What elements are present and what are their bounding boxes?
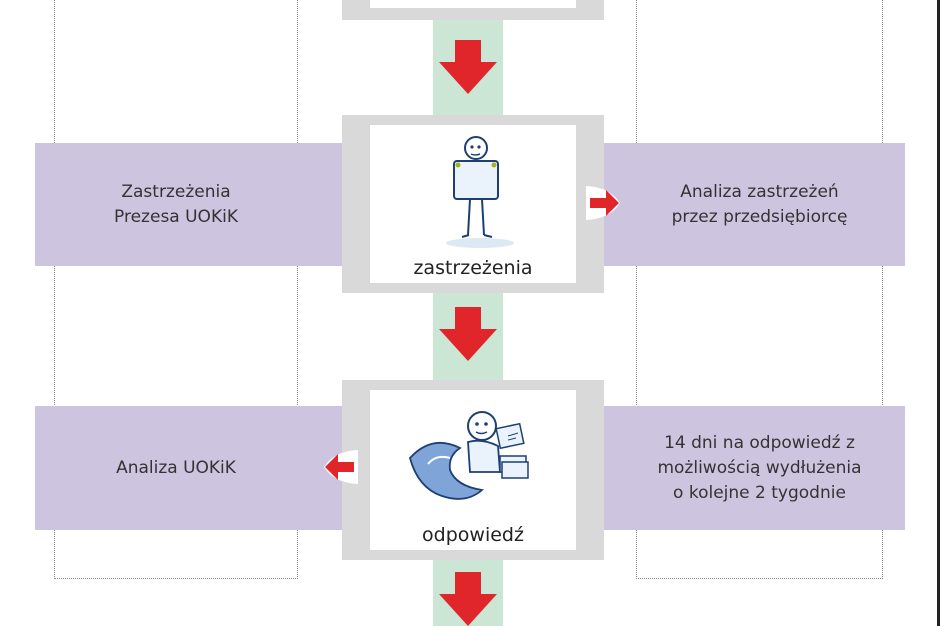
left-arrow-icon [324, 450, 358, 484]
step-frame-wniosek: wniosek [342, 0, 604, 20]
row-2-left-text: Analiza UOKiK [116, 457, 236, 478]
step-label-zastrzezenia: zastrzeżenia [413, 257, 533, 279]
figure-with-papers-icon [409, 411, 529, 500]
right-arrow-icon [586, 186, 620, 220]
step-card-odpowiedz: odpowiedź [370, 390, 576, 550]
right-column-outline [636, 0, 883, 579]
left-column-outline [54, 0, 298, 579]
down-arrow-icon [439, 307, 497, 361]
row-1-left-text: Zastrzeżenia Prezesa UOKiK [114, 181, 238, 227]
step-frame-odpowiedz: odpowiedź [342, 380, 604, 560]
step-card-zastrzezenia: zastrzeżenia [370, 125, 576, 283]
step-label-odpowiedz: odpowiedź [422, 524, 524, 546]
figure-holding-sign-icon [446, 136, 514, 248]
page-edge [937, 0, 940, 626]
row-2-right-text: 14 dni na odpowiedź z możliwością wydłuż… [657, 432, 862, 503]
step-card-wniosek: wniosek [370, 0, 576, 8]
step-frame-zastrzezenia: zastrzeżenia [342, 115, 604, 293]
row-1-right-text: Analiza zastrzeżeń przez przedsiębiorcę [671, 181, 848, 227]
down-arrow-icon [439, 572, 497, 626]
down-arrow-icon [439, 40, 497, 94]
